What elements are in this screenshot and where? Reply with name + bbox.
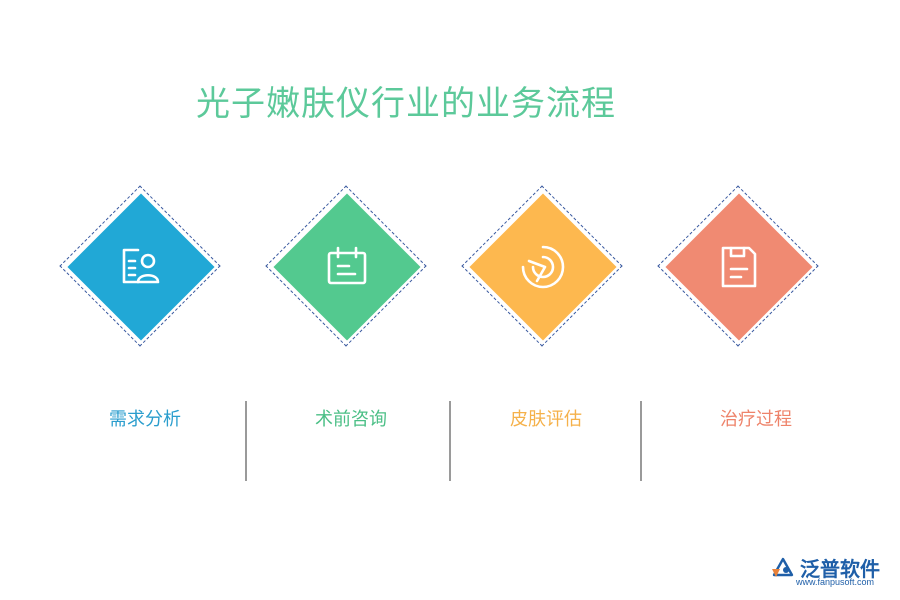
step-3-diamond — [458, 182, 628, 352]
step-4-diamond — [654, 182, 824, 352]
document-icon — [721, 246, 757, 288]
divider — [245, 401, 247, 481]
step-4-label: 治疗过程 — [720, 409, 792, 430]
divider — [449, 401, 451, 481]
divider — [640, 401, 642, 481]
brand-name: 泛普软件 — [800, 557, 880, 581]
step-1-label: 需求分析 — [109, 409, 181, 430]
pie-chart-icon — [521, 245, 565, 289]
fanpu-logo-icon — [772, 557, 794, 577]
step-1-diamond — [56, 182, 226, 352]
step-2-diamond — [262, 182, 432, 352]
calendar-icon — [327, 246, 367, 285]
page-title: 光子嫩肤仪行业的业务流程 — [196, 84, 616, 124]
brand-url: www.fanpusoft.com — [796, 577, 875, 587]
step-2-label: 术前咨询 — [315, 409, 387, 430]
user-card-icon — [122, 248, 160, 284]
step-3-label: 皮肤评估 — [510, 409, 582, 430]
brand-watermark: 泛普软件 — [770, 553, 880, 582]
